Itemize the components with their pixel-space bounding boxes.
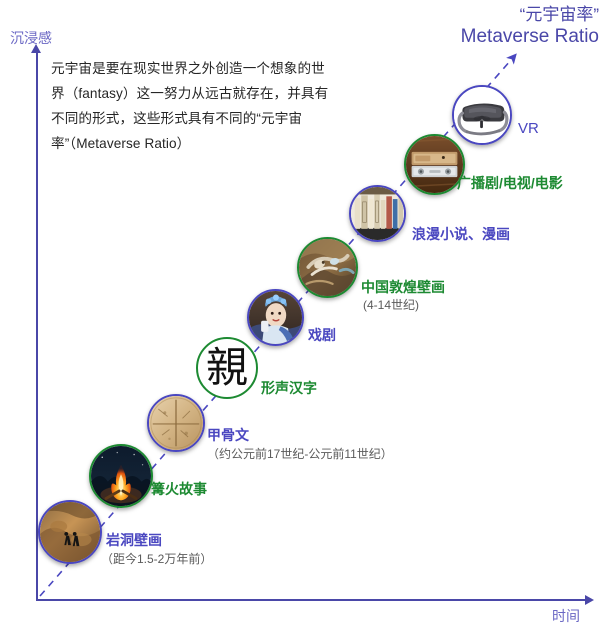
- chinese-character-icon: 親: [196, 337, 258, 399]
- vintage-radio-icon: [404, 134, 465, 195]
- oracle-bone-icon: [147, 394, 205, 452]
- dunhuang-mural-icon: [297, 237, 358, 298]
- character-glyph: 親: [205, 343, 248, 392]
- data-point-label: 甲骨文: [207, 427, 249, 443]
- opera-performer-icon: [247, 289, 304, 346]
- vr-headset-icon: [452, 85, 512, 145]
- bonfire-icon: [89, 444, 153, 508]
- data-point-label: 篝火故事: [151, 481, 207, 497]
- data-point-label: VR: [518, 120, 539, 137]
- x-axis-line: [36, 599, 589, 601]
- y-axis-title: 沉浸感: [10, 30, 52, 46]
- books-icon: [349, 185, 406, 242]
- cave-painting-icon: [38, 500, 102, 564]
- data-point-label: 戏剧: [308, 327, 336, 343]
- data-point-label: 岩洞壁画: [106, 532, 162, 548]
- data-point-label: 浪漫小说、漫画: [412, 226, 510, 242]
- x-axis-arrow-icon: [585, 594, 594, 605]
- y-axis-line: [36, 52, 38, 600]
- data-point-label: 形声汉字: [261, 380, 317, 396]
- page-title-chinese: “元宇宙率”: [519, 5, 599, 24]
- data-point-label: 中国敦煌壁画: [361, 279, 445, 295]
- page-title: “元宇宙率” Metaverse Ratio: [461, 4, 599, 49]
- x-axis-title: 时间: [552, 608, 580, 624]
- description-text: 元宇宙是要在现实世界之外创造一个想象的世界（fantasy）这一努力从远古就存在…: [51, 61, 329, 151]
- data-point-label: 广播剧/电视/电影: [457, 175, 563, 191]
- data-point-sublabel: （约公元前17世纪-公元前11世纪）: [207, 447, 393, 461]
- page-title-english: Metaverse Ratio: [460, 26, 599, 48]
- data-point-sublabel: （距今1.5-2万年前）: [101, 552, 213, 566]
- y-axis-arrow-icon: [31, 44, 41, 53]
- data-point-sublabel: (4-14世纪): [363, 298, 420, 312]
